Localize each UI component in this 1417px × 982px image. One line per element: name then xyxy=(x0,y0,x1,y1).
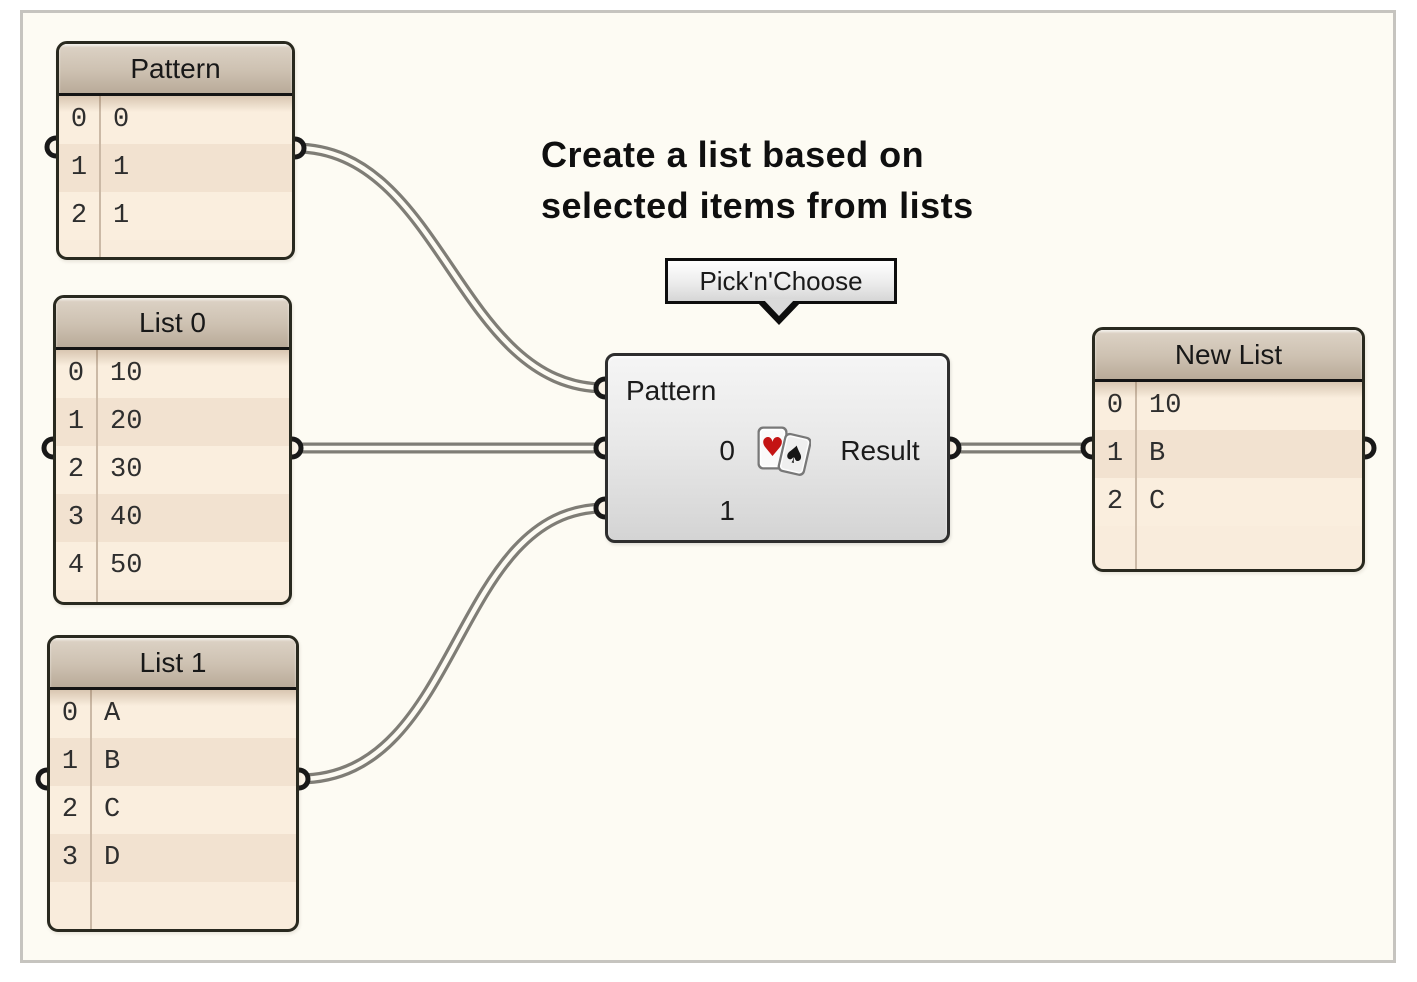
picknchoose-component[interactable]: Pattern 0 1 Result ♥ ♠ xyxy=(605,353,950,543)
grasshopper-canvas[interactable]: Pattern 0 0 1 1 2 1 List 0 0 10 xyxy=(20,10,1396,963)
panel-list0-body: 0 10 1 20 2 30 3 40 4 50 xyxy=(56,350,289,602)
list-item: 1 B xyxy=(50,738,296,786)
panel-pattern-title: Pattern xyxy=(59,44,292,96)
tooltip-label: Pick'n'Choose xyxy=(699,266,863,296)
component-input-1-label: 1 xyxy=(719,495,735,526)
panel-newlist[interactable]: New List 0 10 1 B 2 C xyxy=(1092,327,1365,572)
row-index: 0 xyxy=(70,105,88,135)
list-item: 2 30 xyxy=(56,446,289,494)
row-value: 1 xyxy=(113,153,130,183)
list-item: 1 B xyxy=(1095,430,1362,478)
wire-pattern-to-component[interactable] xyxy=(289,142,611,394)
row-value: 10 xyxy=(1149,391,1182,421)
list-item: 2 1 xyxy=(59,192,292,240)
row-value: C xyxy=(104,795,121,825)
list-item: 3 D xyxy=(50,834,296,882)
list-item: 4 50 xyxy=(56,542,289,590)
title-line-1: Create a list based on xyxy=(541,134,925,175)
panel-newlist-body: 0 10 1 B 2 C xyxy=(1095,382,1362,569)
title-line-2: selected items from lists xyxy=(541,185,974,226)
list-item: 0 A xyxy=(50,690,296,738)
row-index: 3 xyxy=(67,503,85,533)
component-input-0-label: 0 xyxy=(719,435,735,466)
row-value: 50 xyxy=(110,551,143,581)
row-index: 3 xyxy=(61,843,79,873)
panel-list1[interactable]: List 1 0 A 1 B 2 C 3 D xyxy=(47,635,299,932)
list-item: 0 10 xyxy=(56,350,289,398)
row-value: D xyxy=(104,843,121,873)
component-tooltip: Pick'n'Choose xyxy=(665,258,897,325)
playing-cards-icon: ♥ ♠ xyxy=(757,426,811,476)
row-value: C xyxy=(1149,487,1166,517)
list-item: 1 20 xyxy=(56,398,289,446)
row-index: 1 xyxy=(61,747,79,777)
panel-newlist-title: New List xyxy=(1095,330,1362,382)
row-index: 1 xyxy=(70,153,88,183)
row-index: 1 xyxy=(67,407,85,437)
wire-list1-to-component[interactable] xyxy=(293,502,611,785)
panel-list0[interactable]: List 0 0 10 1 20 2 30 3 40 4 50 xyxy=(53,295,292,605)
row-value: B xyxy=(1149,439,1166,469)
row-index: 2 xyxy=(1106,487,1124,517)
row-index: 0 xyxy=(67,359,85,389)
row-index: 0 xyxy=(1106,391,1124,421)
row-value: 1 xyxy=(113,201,130,231)
row-index: 2 xyxy=(70,201,88,231)
panel-pattern[interactable]: Pattern 0 0 1 1 2 1 xyxy=(56,41,295,260)
list-item: 0 10 xyxy=(1095,382,1362,430)
row-index: 0 xyxy=(61,699,79,729)
list-item: 2 C xyxy=(1095,478,1362,526)
spade-card-icon: ♠ xyxy=(777,432,811,476)
row-index: 1 xyxy=(1106,439,1124,469)
row-index: 4 xyxy=(67,551,85,581)
component-output-result-label: Result xyxy=(840,435,920,466)
panel-pattern-body: 0 0 1 1 2 1 xyxy=(59,96,292,257)
list-item: 2 C xyxy=(50,786,296,834)
row-value: A xyxy=(104,699,121,729)
list-item: 1 1 xyxy=(59,144,292,192)
panel-list1-body: 0 A 1 B 2 C 3 D xyxy=(50,690,296,929)
canvas-annotation-title: Create a list based on selected items fr… xyxy=(541,129,1081,231)
list-item: 3 40 xyxy=(56,494,289,542)
row-value: 40 xyxy=(110,503,143,533)
svg-text:♥: ♥ xyxy=(761,433,784,463)
row-value: 30 xyxy=(110,455,143,485)
component-input-pattern-label: Pattern xyxy=(626,375,717,406)
list-item: 0 0 xyxy=(59,96,292,144)
row-value: B xyxy=(104,747,121,777)
panel-list1-title: List 1 xyxy=(50,638,296,690)
row-value: 0 xyxy=(113,105,130,135)
panel-list0-title: List 0 xyxy=(56,298,289,350)
heart-card-icon: ♥ xyxy=(757,426,788,470)
row-value: 20 xyxy=(110,407,143,437)
row-value: 10 xyxy=(110,359,143,389)
row-index: 2 xyxy=(67,455,85,485)
row-index: 2 xyxy=(61,795,79,825)
